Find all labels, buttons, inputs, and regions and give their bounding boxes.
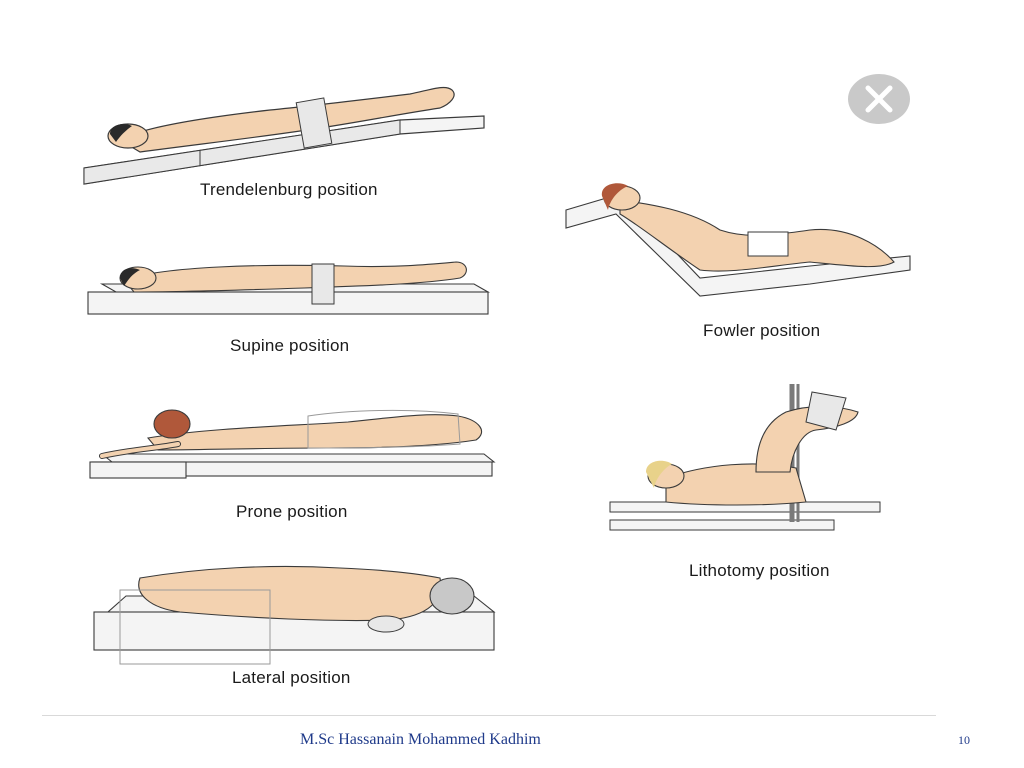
lateral-illustration bbox=[93, 565, 496, 665]
lateral-caption: Lateral position bbox=[232, 668, 351, 687]
prone-illustration bbox=[89, 409, 496, 479]
lithotomy-illustration bbox=[609, 384, 881, 531]
supine-illustration bbox=[87, 261, 491, 315]
fowler-illustration bbox=[565, 183, 911, 297]
supine-caption: Supine position bbox=[230, 336, 350, 355]
close-button[interactable] bbox=[848, 74, 910, 124]
trendelenburg-illustration bbox=[83, 86, 485, 185]
lithotomy-caption: Lithotomy position bbox=[689, 561, 830, 580]
prone-caption: Prone position bbox=[236, 502, 348, 521]
fowler-caption: Fowler position bbox=[703, 321, 821, 340]
footer-author: M.Sc Hassanain Mohammed Kadhim bbox=[300, 731, 541, 748]
footer-divider bbox=[42, 715, 936, 716]
page-number: 10 bbox=[958, 733, 970, 747]
close-icon bbox=[865, 85, 893, 113]
trendelenburg-caption: Trendelenburg position bbox=[200, 180, 378, 199]
